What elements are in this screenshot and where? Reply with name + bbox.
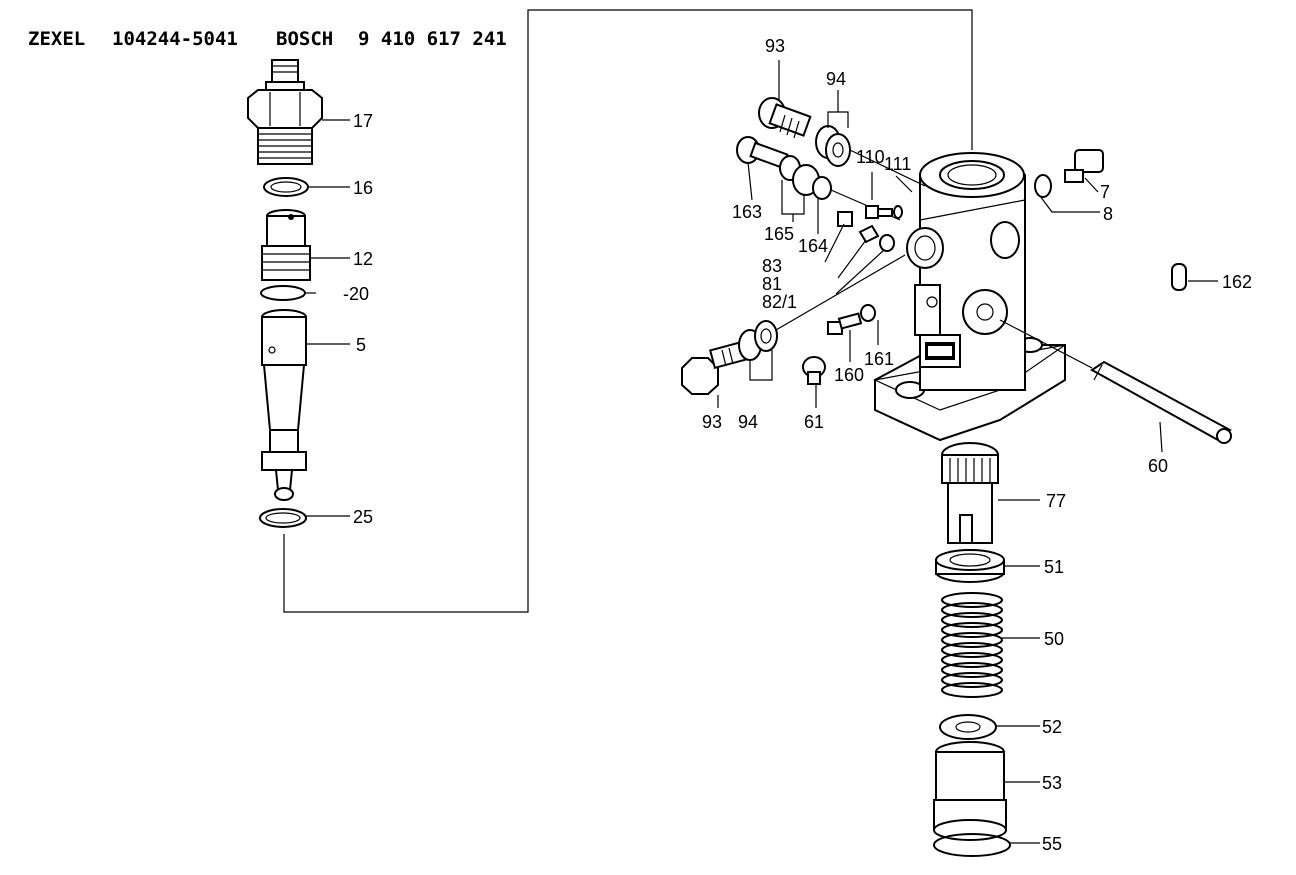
callout-51: 51 bbox=[1044, 557, 1064, 577]
part-number-left: 104244-5041 bbox=[112, 28, 238, 50]
callout-81: 81 bbox=[762, 274, 782, 294]
spring-seat-upper bbox=[935, 549, 1005, 583]
o-ring bbox=[259, 508, 307, 528]
callout-77: 77 bbox=[1046, 491, 1066, 511]
callout-162: 162 bbox=[1222, 272, 1252, 292]
control-rod bbox=[999, 319, 1232, 444]
bolt-163 bbox=[736, 136, 789, 170]
brand-left: ZEXEL bbox=[28, 28, 85, 50]
plunger-barrel bbox=[261, 309, 307, 501]
part-number-right: 9 410 617 241 bbox=[358, 28, 507, 50]
callout-53: 53 bbox=[1042, 773, 1062, 793]
callout-93-bottom: 93 bbox=[702, 412, 722, 432]
callout-94-top: 94 bbox=[826, 69, 846, 89]
callout-16: 16 bbox=[353, 178, 373, 198]
callout-52: 52 bbox=[1042, 717, 1062, 737]
pump-housing bbox=[873, 152, 1066, 442]
plug-screw bbox=[1064, 149, 1104, 183]
callout-160: 160 bbox=[834, 365, 864, 385]
screw-61 bbox=[802, 356, 826, 385]
callout-93-top: 93 bbox=[765, 36, 785, 56]
callout-12: 12 bbox=[353, 249, 373, 269]
callout-25: 25 bbox=[353, 507, 373, 527]
washer-8 bbox=[1034, 174, 1052, 198]
callout-94-bottom: 94 bbox=[738, 412, 758, 432]
assembly-connector-line bbox=[283, 9, 973, 613]
spring-seat-lower bbox=[939, 714, 997, 740]
banjo-bolt-top bbox=[758, 97, 812, 139]
callout-55: 55 bbox=[1042, 834, 1062, 854]
part-81 bbox=[858, 224, 880, 244]
tappet-snap-ring bbox=[933, 833, 1011, 857]
callout-163: 163 bbox=[732, 202, 762, 222]
callout-8: 8 bbox=[1103, 204, 1113, 224]
control-sleeve bbox=[941, 442, 999, 544]
callout-164: 164 bbox=[798, 236, 828, 256]
banjo-bolt-bottom bbox=[681, 340, 749, 395]
callout-161: 161 bbox=[864, 349, 894, 369]
screw-160 bbox=[827, 304, 876, 335]
brand-right: BOSCH bbox=[276, 28, 333, 50]
tappet bbox=[933, 741, 1007, 841]
washer-164 bbox=[812, 176, 832, 200]
part-82-1 bbox=[879, 234, 895, 252]
pin bbox=[1171, 263, 1187, 291]
callout-61: 61 bbox=[804, 412, 824, 432]
callout-20: -20 bbox=[343, 284, 369, 304]
part-83 bbox=[837, 211, 853, 227]
callout-7: 7 bbox=[1100, 182, 1110, 202]
callout-82-1: 82/1 bbox=[762, 292, 797, 312]
screw-110 bbox=[865, 205, 903, 219]
plunger-spring bbox=[941, 592, 1003, 698]
left-assembly bbox=[247, 59, 323, 528]
callout-5: 5 bbox=[356, 335, 366, 355]
callout-111: 111 bbox=[884, 154, 911, 174]
callout-50: 50 bbox=[1044, 629, 1064, 649]
callout-17: 17 bbox=[353, 111, 373, 131]
delivery-valve bbox=[261, 209, 311, 281]
callout-165: 165 bbox=[764, 224, 794, 244]
snap-ring bbox=[260, 285, 306, 301]
delivery-valve-holder bbox=[247, 59, 323, 165]
callout-83: 83 bbox=[762, 256, 782, 276]
callout-60: 60 bbox=[1148, 456, 1168, 476]
callout-110: 110 bbox=[856, 147, 885, 167]
